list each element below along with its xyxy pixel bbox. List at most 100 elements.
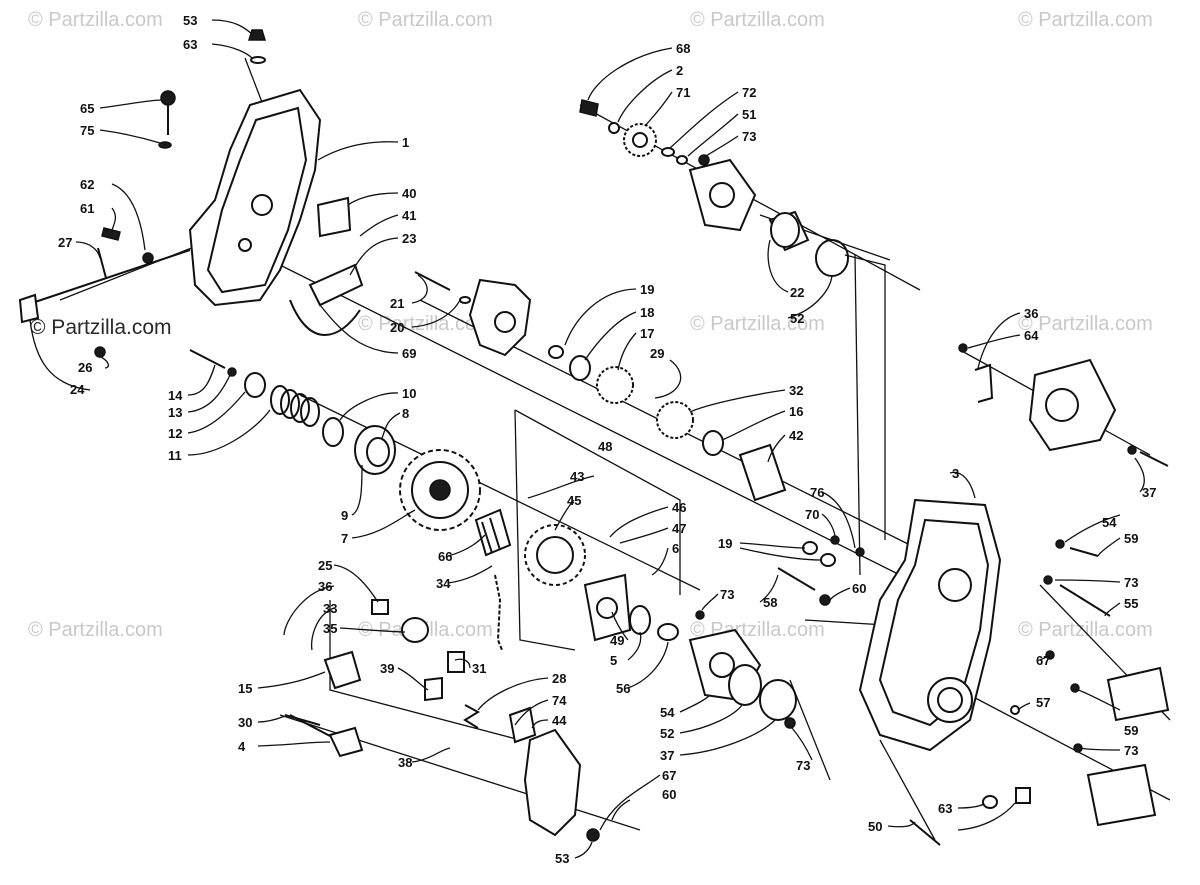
leader-lines [29, 19, 1145, 859]
callout-label: 73 [1124, 575, 1138, 590]
callout-label: 29 [650, 346, 664, 361]
callout-label: 10 [402, 386, 416, 401]
callout-label: 75 [80, 123, 94, 138]
callout-label: 55 [1124, 596, 1138, 611]
callout-label: 32 [789, 383, 803, 398]
parts [18, 29, 1170, 846]
callout-label: 36 [318, 579, 332, 594]
callout-label: 33 [323, 601, 337, 616]
watermark-mid-2: © Partzilla.com [358, 313, 493, 335]
callout-label: 63 [183, 37, 197, 52]
callout-label: 30 [238, 715, 252, 730]
callout-label: 28 [552, 671, 566, 686]
watermark-low-4: © Partzilla.com [1018, 619, 1153, 641]
callout-label: 60 [852, 581, 866, 596]
callout-labels: 53 63 65 75 1 62 61 40 41 23 27 21 20 26… [58, 13, 1156, 866]
watermark-low-1: © Partzilla.com [28, 619, 163, 641]
callout-label: 50 [868, 819, 882, 834]
callout-label: 66 [438, 549, 452, 564]
callout-label: 72 [742, 85, 756, 100]
callout-label: 73 [796, 758, 810, 773]
callout-label: 16 [789, 404, 803, 419]
callout-label: 74 [552, 693, 567, 708]
callout-label: 6 [672, 541, 679, 556]
callout-label: 3 [952, 466, 959, 481]
callout-label: 73 [742, 129, 756, 144]
callout-label: 63 [938, 801, 952, 816]
callout-label: 37 [660, 748, 674, 763]
watermark-top-2: © Partzilla.com [358, 9, 493, 31]
callout-label: 61 [80, 201, 94, 216]
watermark-top-4: © Partzilla.com [1018, 9, 1153, 31]
callout-label: 34 [436, 576, 451, 591]
callout-label: 58 [763, 595, 777, 610]
callout-label: 73 [720, 587, 734, 602]
callout-label: 53 [555, 851, 569, 866]
callout-label: 52 [660, 726, 674, 741]
watermark-mid-3: © Partzilla.com [690, 313, 825, 335]
callout-label: 49 [610, 633, 624, 648]
callout-label: 9 [341, 508, 348, 523]
callout-label: 41 [402, 208, 416, 223]
callout-label: 8 [402, 406, 409, 421]
callout-label: 67 [1036, 653, 1050, 668]
callout-label: 42 [789, 428, 803, 443]
callout-label: 71 [676, 85, 690, 100]
callout-label: 5 [610, 653, 617, 668]
callout-label: 44 [552, 713, 567, 728]
callout-label: 21 [390, 296, 404, 311]
callout-label: 15 [238, 681, 252, 696]
callout-label: 37 [1142, 485, 1156, 500]
driven-sprocket [524, 524, 586, 586]
callout-label: 18 [640, 305, 654, 320]
callout-label: 36 [1024, 306, 1038, 321]
callout-label: 7 [341, 531, 348, 546]
callout-label: 53 [183, 13, 197, 28]
watermark-layer: © Partzilla.com © Partzilla.com © Partzi… [28, 9, 1153, 641]
callout-label: 12 [168, 426, 182, 441]
chaincase-housing [858, 498, 1002, 752]
brake-bracket [523, 728, 582, 837]
callout-label: 17 [640, 326, 654, 341]
callout-label: 54 [660, 705, 675, 720]
callout-label: 52 [790, 311, 804, 326]
callout-label: 47 [672, 521, 686, 536]
callout-label: 26 [78, 360, 92, 375]
callout-label: 2 [676, 63, 683, 78]
callout-label: 14 [168, 388, 183, 403]
callout-label: 22 [790, 285, 804, 300]
callout-label: 59 [1124, 723, 1138, 738]
callout-label: 54 [1102, 515, 1117, 530]
watermark-top-1: © Partzilla.com [28, 9, 163, 31]
callout-label: 39 [380, 661, 394, 676]
callout-label: 67 [662, 768, 676, 783]
callout-label: 73 [1124, 743, 1138, 758]
watermark-mid-4: © Partzilla.com [1018, 313, 1153, 335]
callout-label: 24 [70, 382, 85, 397]
callout-label: 20 [390, 320, 404, 335]
callout-label: 11 [168, 448, 182, 463]
callout-label: 25 [318, 558, 332, 573]
callout-label: 45 [567, 493, 581, 508]
callout-label: 59 [1124, 531, 1138, 546]
callout-label: 4 [238, 739, 246, 754]
callout-label: 56 [616, 681, 630, 696]
callout-label: 27 [58, 235, 72, 250]
callout-label: 68 [676, 41, 690, 56]
callout-label: 40 [402, 186, 416, 201]
callout-label: 1 [402, 135, 409, 150]
callout-label: 60 [662, 787, 676, 802]
callout-label: 51 [742, 107, 756, 122]
watermark-mid-1: © Partzilla.com [30, 316, 172, 339]
callout-label: 65 [80, 101, 94, 116]
callout-label: 31 [472, 661, 486, 676]
callout-label: 23 [402, 231, 416, 246]
callout-label: 76 [810, 485, 824, 500]
callout-label: 62 [80, 177, 94, 192]
callout-label: 64 [1024, 328, 1039, 343]
callout-label: 19 [718, 536, 732, 551]
watermark-top-3: © Partzilla.com [690, 9, 825, 31]
callout-label: 69 [402, 346, 416, 361]
callout-label: 38 [398, 755, 412, 770]
